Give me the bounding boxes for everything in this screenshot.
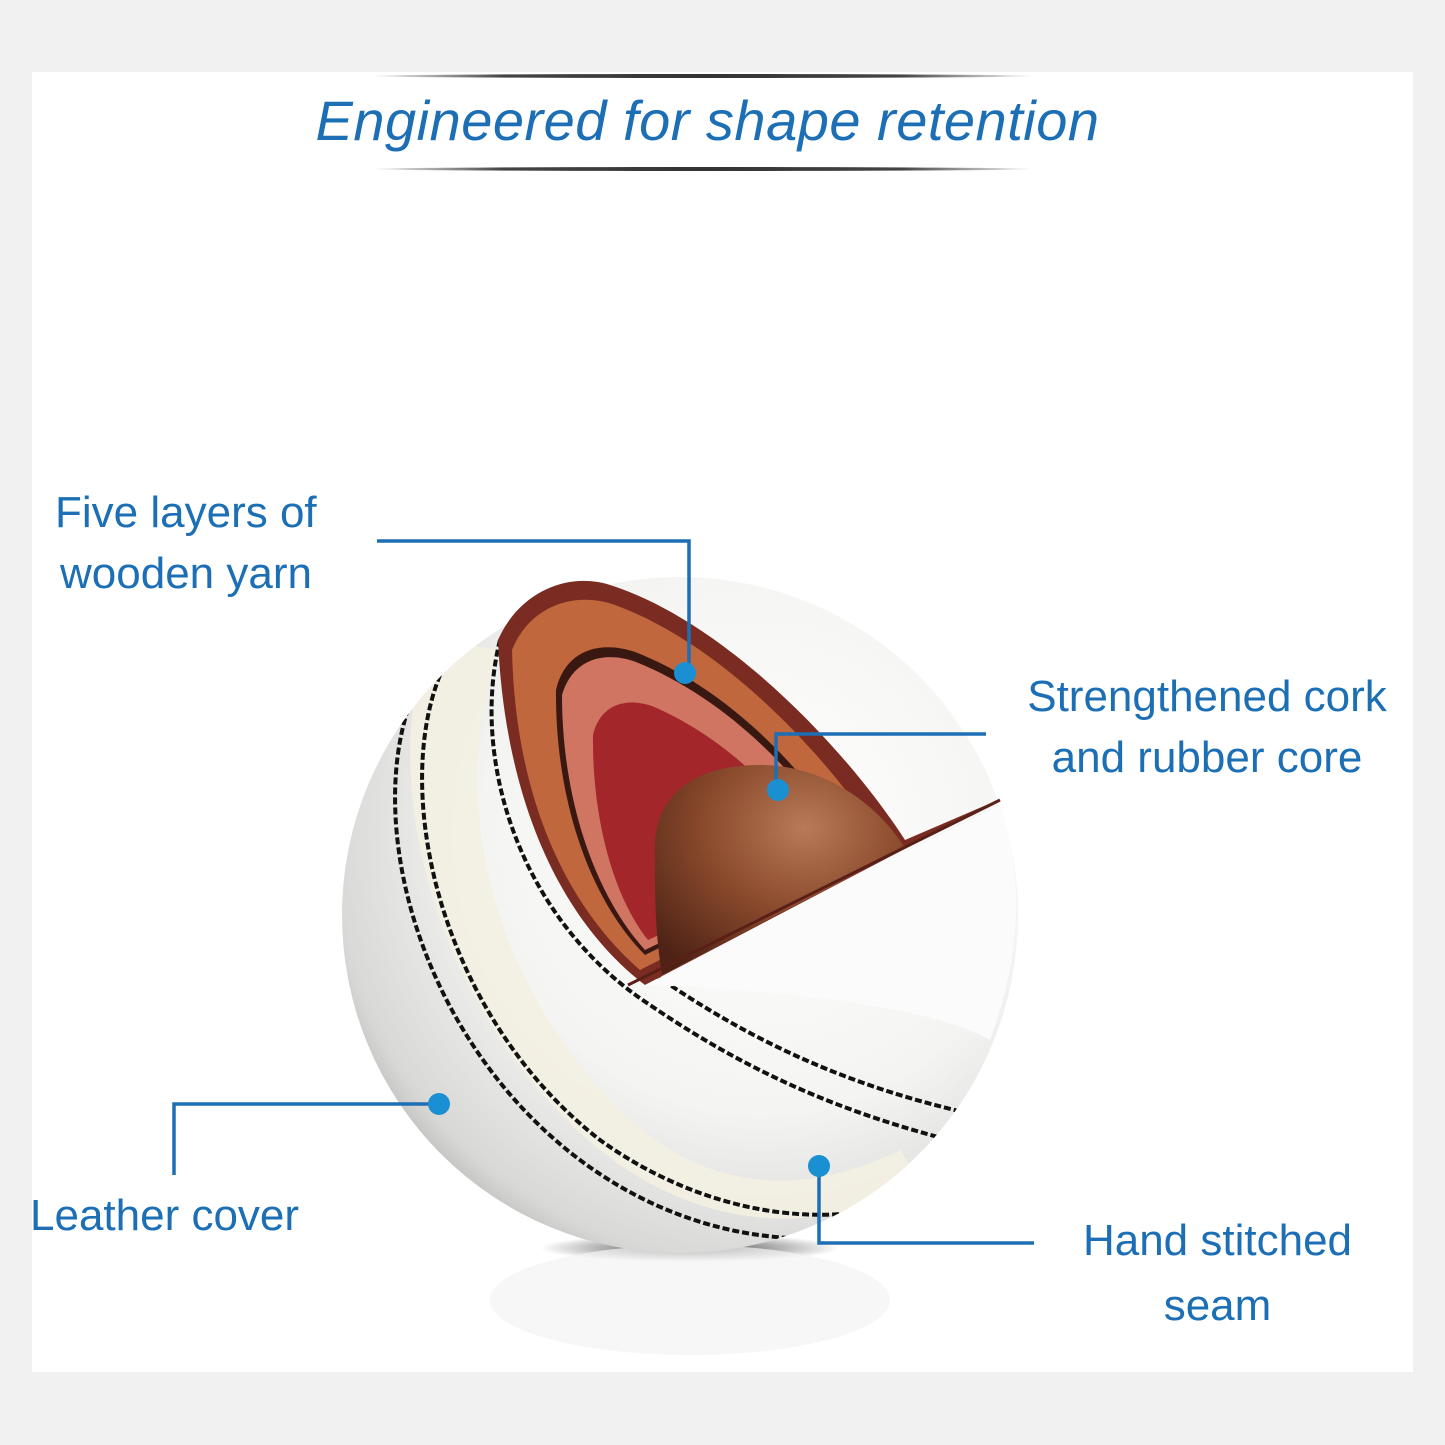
callout-dot-core — [767, 779, 789, 801]
callout-label-leather: Leather cover — [30, 1185, 299, 1246]
callout-core-line-2: and rubber core — [1051, 733, 1363, 782]
ball-reflection — [490, 1245, 890, 1355]
callout-line-leather — [172, 1102, 438, 1175]
stitch-line-3 — [489, 639, 991, 1152]
callout-core-line-1: Strengthened cork — [1027, 672, 1387, 721]
callout-label-core: Strengthened cork and rubber core — [1002, 666, 1412, 788]
callout-dot-yarn — [674, 662, 696, 684]
callout-dot-leather — [428, 1093, 450, 1115]
callout-line-seam — [817, 1167, 1034, 1245]
cork-rubber-core — [654, 765, 905, 975]
callout-line-core — [774, 732, 986, 790]
title-rule-bottom — [370, 167, 1035, 171]
page-title: Engineered for shape retention — [315, 89, 1100, 152]
cutaway-layers — [498, 580, 1017, 1040]
title-rule-top — [370, 74, 1035, 78]
seam-band — [410, 640, 920, 1219]
callout-line-yarn — [377, 539, 691, 672]
cover-flap — [645, 805, 1017, 1040]
cut-edge — [627, 798, 1001, 987]
callout-label-yarn: Five layers of wooden yarn — [55, 482, 317, 604]
stitch-line-2 — [420, 674, 911, 1217]
callout-label-seam: Hand stitched seam — [1060, 1210, 1375, 1336]
callout-yarn-line-2: wooden yarn — [60, 549, 312, 598]
callout-yarn-line-1: Five layers of — [55, 488, 317, 537]
callout-dot-seam — [808, 1155, 830, 1177]
callout-seam-line-2: seam — [1163, 1281, 1272, 1330]
callout-seam-line-1: Hand stitched — [1082, 1216, 1353, 1265]
callout-leather-line-1: Leather cover — [30, 1191, 300, 1240]
